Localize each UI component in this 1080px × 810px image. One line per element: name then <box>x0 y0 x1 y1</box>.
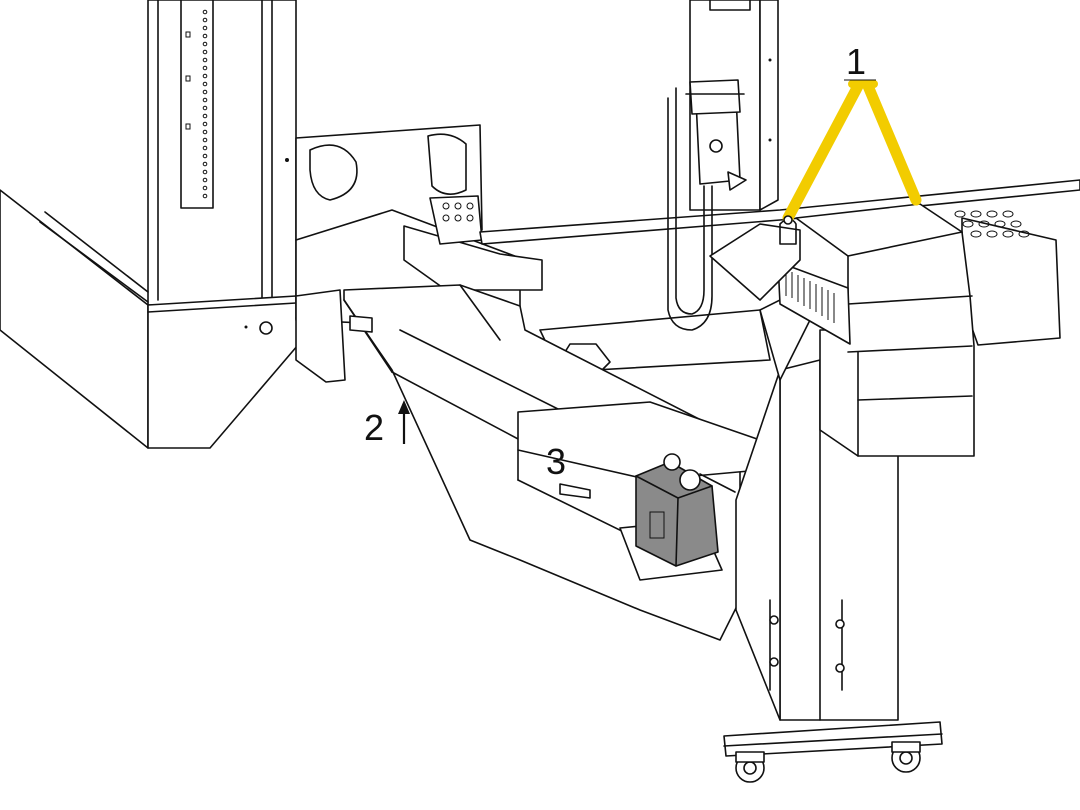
top-tray-holes <box>442 202 474 222</box>
print-head-unit <box>709 203 1061 457</box>
callouts: 1 2 3 <box>364 41 876 482</box>
callout-1: 1 <box>846 41 866 82</box>
callout-2: 2 <box>364 407 384 448</box>
right-pillar <box>667 0 779 331</box>
head-label-stripes <box>785 270 835 323</box>
caster-wheel-right <box>891 741 921 773</box>
strap-right-leg <box>862 80 922 206</box>
up-arrow-icon <box>398 400 410 444</box>
cabinet-vent-holes <box>185 9 208 199</box>
lifting-strap <box>782 80 922 225</box>
callout-3: 3 <box>546 441 566 482</box>
left-cabinet <box>0 0 299 449</box>
head-vent-holes <box>954 210 1030 238</box>
ink-cartridge <box>619 453 736 581</box>
strap-left-leg <box>782 80 864 224</box>
carriage-plate <box>517 401 761 541</box>
caster-wheel-left <box>735 751 765 783</box>
